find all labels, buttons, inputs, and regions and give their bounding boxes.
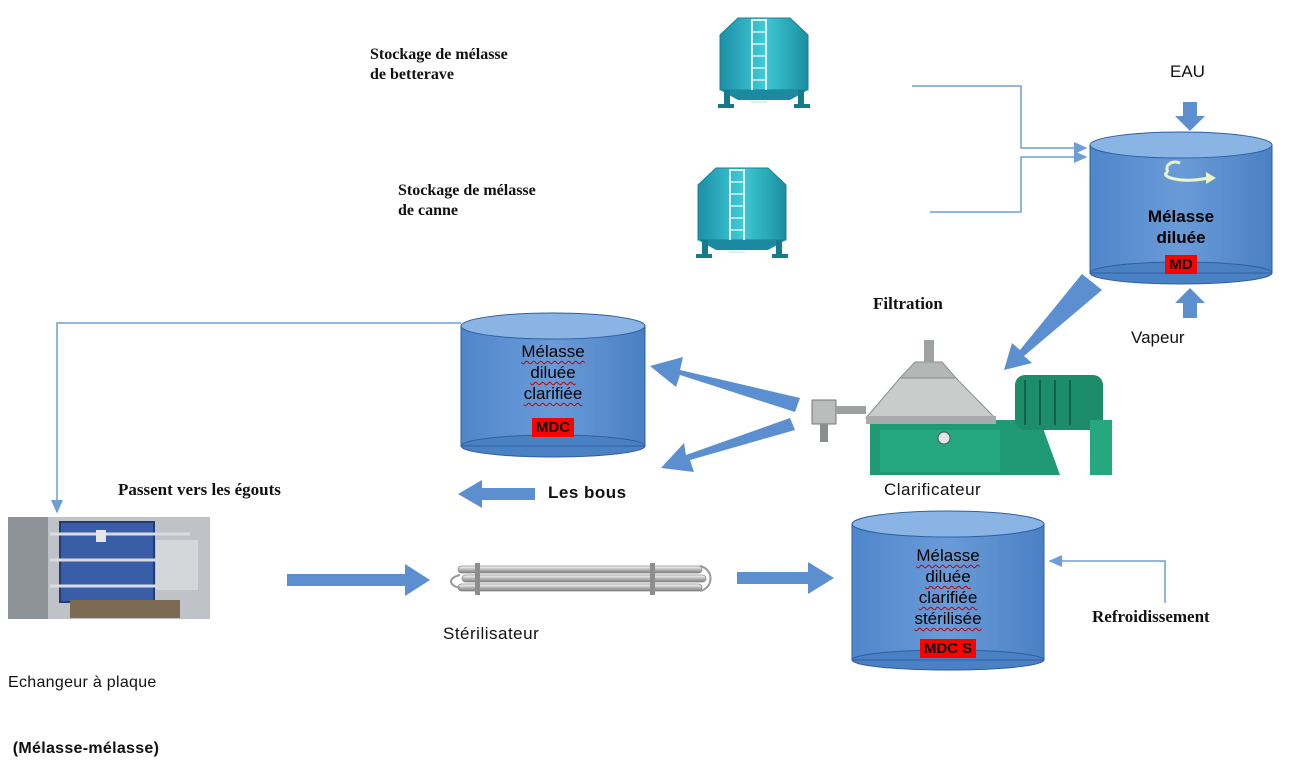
cane-storage-label-line2: de canne	[398, 202, 458, 219]
clarifier-label: Clarificateur	[884, 480, 982, 499]
beet-storage-label-line2: de betterave	[370, 66, 454, 83]
mdcs-tank-line3: clarifiée	[918, 588, 978, 607]
steam-label: Vapeur	[1131, 328, 1185, 347]
beet-storage-label-line1: Stockage de mélasse	[370, 46, 508, 63]
plate-heat-exchanger	[8, 517, 210, 619]
md-tank-label: Mélasse diluée MD	[1090, 206, 1272, 274]
md-to-clarifier-arrow	[1004, 274, 1102, 370]
clarifier-to-mdc-arrow	[650, 357, 800, 412]
cane-storage-label: Stockage de mélasse de canne	[398, 181, 536, 221]
clarifier-to-sludge-arrow	[661, 418, 795, 472]
exchanger-label: Echangeur à plaque (Mélasse-mélasse)	[8, 628, 159, 782]
md-tank-line2: diluée	[1156, 228, 1206, 247]
mdcs-badge: MDC S	[919, 639, 977, 658]
beet-storage-label: Stockage de mélasse de betterave	[370, 45, 508, 85]
filtration-label: Filtration	[873, 294, 943, 313]
water-label: EAU	[1170, 62, 1205, 81]
mdc-tank	[460, 312, 646, 458]
cane-storage-label-line1: Stockage de mélasse	[398, 182, 536, 199]
md-tank-line1: Mélasse	[1147, 207, 1215, 226]
mdc-badge: MDC	[531, 418, 575, 437]
exchanger-label-line2: (Mélasse-mélasse)	[8, 740, 160, 757]
mdcs-tank-line4: stérilisée	[914, 609, 982, 628]
md-badge: MD	[1165, 255, 1197, 274]
silo-feed-lines	[912, 85, 1088, 213]
agitator-icon	[1164, 170, 1209, 182]
mdcs-tank-line1: Mélasse	[916, 546, 980, 565]
steam-inlet-arrow	[1175, 288, 1205, 318]
mdc-to-exchanger-line	[51, 322, 461, 514]
to-sewer-label: Passent vers les égouts	[118, 480, 281, 499]
process-diagram	[8, 17, 1273, 671]
mdcs-tank-line2: diluée	[925, 567, 971, 586]
exchanger-label-line1: Echangeur à plaque	[8, 674, 157, 691]
sterilizer-label: Stérilisateur	[443, 624, 540, 643]
mdc-tank-line2: diluée	[530, 363, 576, 382]
exchanger-to-sterilizer-arrow	[287, 564, 430, 596]
beet-molasses-silo	[718, 17, 810, 108]
md-tank	[1089, 131, 1273, 285]
mdcs-tank	[851, 510, 1045, 671]
cane-molasses-silo	[696, 167, 788, 258]
mdcs-tank-label: Mélasse diluée clarifiée stérilisée MDC …	[852, 545, 1044, 658]
clarifier-machine	[811, 340, 1112, 475]
sterilizer-tubes	[450, 563, 712, 595]
sludge-to-sewer-arrow	[458, 480, 535, 508]
cooling-line	[1048, 555, 1166, 603]
mdc-tank-line3: clarifiée	[523, 384, 583, 403]
mdc-tank-line1: Mélasse	[521, 342, 585, 361]
cooling-label: Refroidissement	[1092, 607, 1210, 626]
sludge-label: Les bous	[548, 483, 627, 502]
mdc-tank-label: Mélasse diluée clarifiée MDC	[461, 341, 645, 437]
water-inlet-arrow	[1175, 102, 1205, 131]
sterilizer-to-mdcs-arrow	[737, 562, 834, 594]
